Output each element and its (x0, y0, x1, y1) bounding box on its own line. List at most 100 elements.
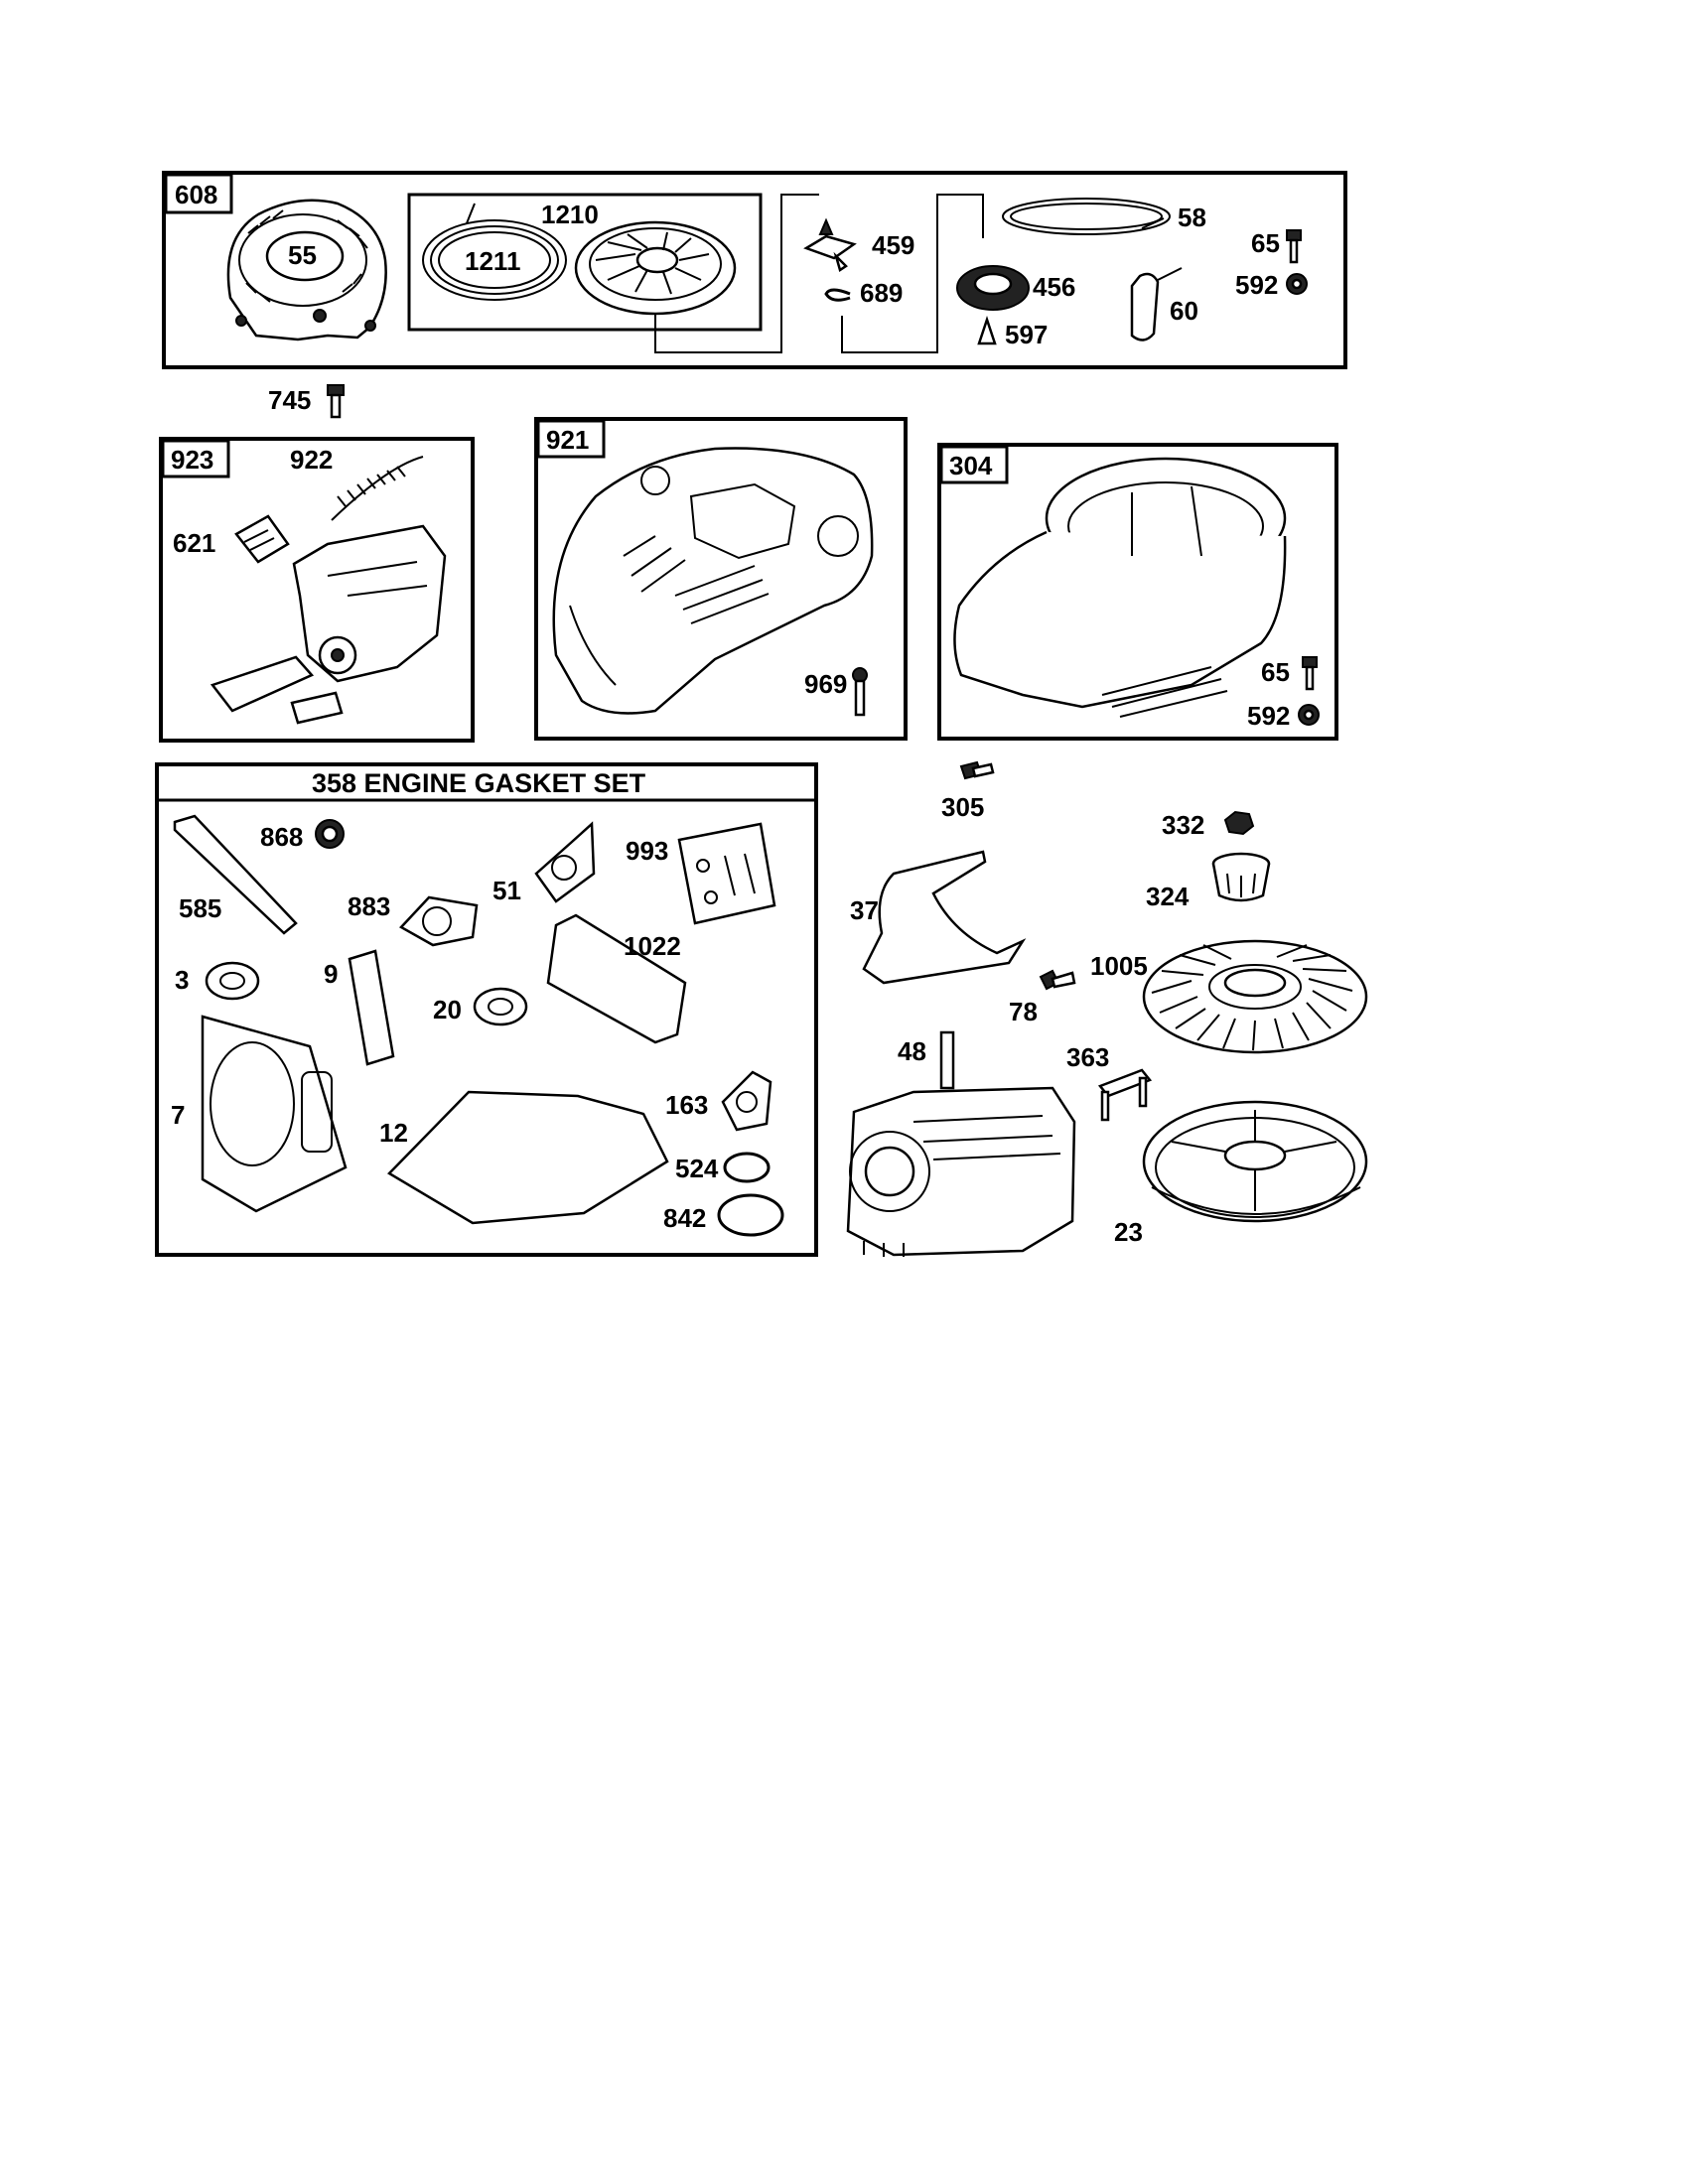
gasket-51-part (534, 821, 596, 903)
starter-handle-part (1130, 267, 1183, 341)
gasket-1022-part (546, 913, 687, 1044)
air-guide-37-part (862, 850, 1027, 985)
part-label-585: 585 (179, 893, 221, 923)
part-label-459: 459 (872, 230, 914, 260)
part-label-922: 922 (290, 445, 333, 475)
seal-3-part (205, 961, 260, 1001)
cylinder-48-part (846, 1030, 1076, 1257)
screw-part (977, 316, 997, 345)
oring-842-part (717, 1193, 784, 1237)
bolt-745-part (327, 384, 345, 419)
nut-332-part (1223, 810, 1255, 836)
starter-assembly-group: 608 55 1211 1210 (162, 171, 1347, 369)
control-bracket-tag: 923 (171, 445, 213, 475)
bolt-part-b (1302, 656, 1318, 691)
part-label-324: 324 (1146, 882, 1190, 911)
part-label-65-b: 65 (1261, 657, 1290, 687)
governor-spring-part (331, 456, 424, 521)
blower-housing-tag: 304 (949, 451, 993, 480)
part-label-1022: 1022 (624, 931, 681, 961)
ratchet-part (956, 265, 1030, 311)
part-label-65-a: 65 (1251, 228, 1280, 258)
part-label-48: 48 (898, 1036, 926, 1066)
part-label-1210: 1210 (541, 200, 599, 229)
starter-assembly-tag-box (164, 173, 233, 214)
part-label-621: 621 (173, 528, 215, 558)
part-label-60: 60 (1170, 296, 1198, 326)
gasket-set-title: 358 ENGINE GASKET SET (312, 768, 646, 798)
bracket-clip-part (234, 514, 290, 564)
control-bracket-frame (159, 437, 475, 743)
part-label-524: 524 (675, 1154, 719, 1183)
bolt-part-a (1286, 229, 1302, 264)
part-label-51: 51 (492, 876, 521, 905)
part-label-305: 305 (941, 792, 984, 822)
bolt-78-part (1039, 969, 1076, 991)
part-label-868: 868 (260, 822, 303, 852)
part-label-969: 969 (804, 669, 847, 699)
part-label-37: 37 (850, 895, 879, 925)
part-label-592-a: 592 (1235, 270, 1278, 300)
blower-shroud-tag: 921 (546, 425, 589, 455)
connector-line-a (654, 194, 819, 353)
part-label-332: 332 (1162, 810, 1204, 840)
blower-shroud-group: 921 969 (534, 417, 908, 741)
part-label-883: 883 (348, 891, 390, 921)
starter-assembly-frame (162, 171, 1347, 369)
seal-20-part (473, 987, 528, 1026)
part-label-12: 12 (379, 1118, 408, 1148)
part-label-78: 78 (1009, 997, 1038, 1026)
part-label-1211: 1211 (465, 246, 520, 276)
control-bracket-group: 923 922 621 (159, 437, 475, 743)
head-gasket-7-part (201, 1015, 348, 1213)
rewind-spring-box (407, 193, 763, 332)
part-label-3: 3 (175, 965, 189, 995)
seal-868-part (315, 819, 345, 849)
blower-housing-part (953, 457, 1287, 718)
part-label-745: 745 (268, 385, 311, 415)
part-label-163: 163 (665, 1090, 708, 1120)
starter-assembly-tag: 608 (175, 180, 217, 209)
gasket-9-part (348, 949, 395, 1066)
rewind-spring-part (422, 203, 567, 301)
part-label-58: 58 (1178, 203, 1206, 232)
part-label-20: 20 (433, 995, 462, 1024)
part-label-456: 456 (1033, 272, 1075, 302)
bolt-969-part (852, 667, 868, 717)
part-label-9: 9 (324, 959, 338, 989)
part-label-597: 597 (1005, 320, 1048, 349)
screw-305-part (959, 760, 995, 780)
control-bracket-part (210, 524, 447, 725)
nut-part-b (1298, 704, 1320, 726)
blower-housing-group: 304 65 592 (937, 443, 1338, 741)
starter-housing-part (226, 199, 387, 341)
part-label-592-b: 592 (1247, 701, 1290, 731)
pulley-part (574, 220, 737, 316)
gasket-163-part (721, 1070, 772, 1132)
part-label-993: 993 (626, 836, 668, 866)
part-label-55: 55 (288, 240, 317, 270)
starter-rope-part (1002, 198, 1171, 235)
bracket-363-part (1097, 1068, 1153, 1122)
clip-part (824, 288, 851, 302)
blower-shroud-frame (534, 417, 908, 741)
part-label-689: 689 (860, 278, 903, 308)
gasket-585-part (173, 814, 298, 935)
part-label-363: 363 (1066, 1042, 1109, 1072)
nut-part-a (1286, 273, 1308, 295)
gasket-set-frame (155, 762, 818, 1257)
gasket-12-part (386, 1090, 669, 1225)
gasket-993-part (677, 822, 776, 925)
cup-324-part (1211, 852, 1271, 902)
gasket-set-group: 358 ENGINE GASKET SET 585 868 883 51 (155, 762, 818, 1257)
flywheel-fan-1005-part (1142, 939, 1368, 1054)
connector-line-b (841, 194, 984, 353)
flywheel-23-part (1142, 1100, 1368, 1223)
part-label-23: 23 (1114, 1217, 1143, 1247)
gasket-883-part (399, 895, 479, 947)
part-label-842: 842 (663, 1203, 706, 1233)
part-label-1005: 1005 (1090, 951, 1148, 981)
blower-housing-frame (937, 443, 1338, 741)
part-label-7: 7 (171, 1100, 185, 1130)
